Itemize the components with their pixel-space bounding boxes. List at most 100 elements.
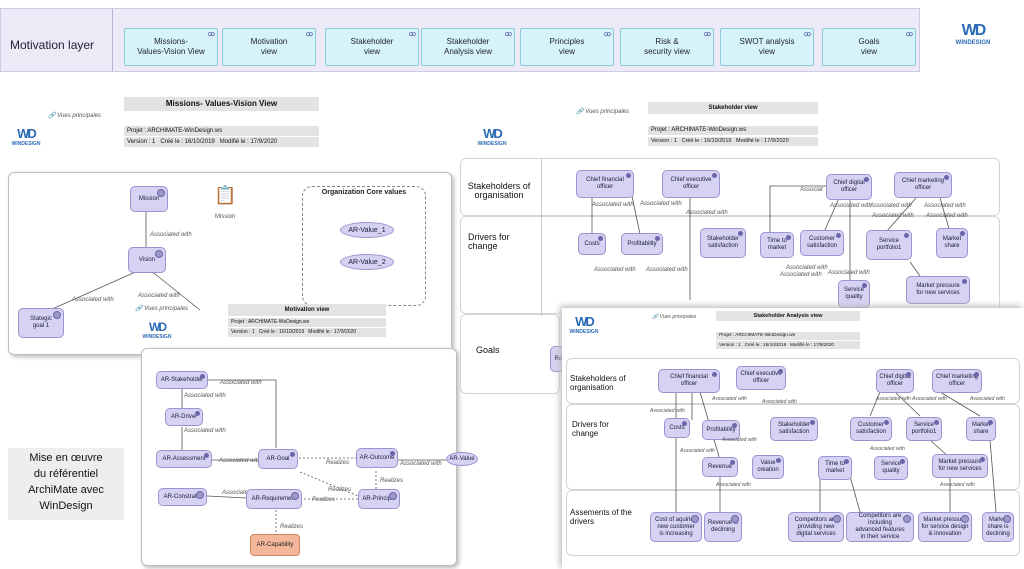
stakeholder-analysis-title: Stakeholder Analysis view — [716, 311, 860, 321]
stakeholder-satisfaction-node[interactable]: Stakeholder satisfaction — [770, 417, 818, 441]
profitability-node[interactable]: Profitability — [621, 233, 663, 255]
service-quality-node[interactable]: Service quality — [838, 280, 870, 308]
assoc-label: Associated with — [940, 482, 975, 488]
mvv-title: Missions- Values-Vision View — [124, 97, 319, 111]
assoc-label: Associated with — [594, 267, 636, 273]
market-pressure-node[interactable]: Market pressure for new services — [906, 276, 970, 304]
requirement-node[interactable]: AR-Requirement — [246, 489, 302, 509]
realizes-label: Realizes — [380, 478, 404, 484]
chief-digital-officer-node[interactable]: Chief digital officer — [826, 174, 872, 200]
realizes-label: Realizes — [326, 460, 350, 466]
goals-row — [460, 314, 560, 394]
value-1-node[interactable]: AR-Value_1 — [340, 222, 394, 238]
motivation-layer-label: Motivation layer — [10, 38, 95, 52]
service-portfolio-node[interactable]: Service portfolio1 — [906, 417, 942, 441]
stakeholder-satisfaction-node[interactable]: Stakeholder satisfaction — [700, 228, 746, 258]
customer-satisfaction-node[interactable]: Customer satisfaction — [850, 417, 892, 441]
view-icon: ꝏ — [408, 31, 416, 38]
chief-executive-officer-node[interactable]: Chief executive officer — [736, 366, 786, 390]
market-share-node[interactable]: Market share — [966, 417, 996, 441]
view-icon: ꝏ — [504, 31, 512, 38]
caption: Mise en œuvre du référentiel ArchiMate a… — [8, 448, 124, 520]
motivation-meta: Version : 1 Créé le : 16/10/2019 Modifié… — [228, 328, 386, 337]
strategic-goal-node[interactable]: Stategic goal 1 — [18, 308, 64, 338]
mvv-projet: Projet : ARCHIMATE-WinDesign.ws — [124, 126, 319, 136]
stakeholder-view-title: Stakeholder view — [648, 102, 818, 114]
time-to-market-node[interactable]: Time to market — [818, 456, 852, 480]
costs-node[interactable]: Costs — [664, 418, 690, 438]
motivation-title: Motivation view — [228, 304, 386, 316]
assoc-label: Associated with — [786, 265, 828, 271]
goal-node[interactable]: AR-Goal — [258, 449, 298, 469]
assessment-node[interactable]: Market share is declining — [982, 512, 1014, 542]
chief-executive-officer-node[interactable]: Chief executive officer — [662, 170, 720, 198]
constraint-node[interactable]: AR-Constraint — [158, 488, 207, 506]
stakeholder-node[interactable]: AR-Stakeholder — [156, 371, 208, 389]
assessment-node[interactable]: Competitors are providing new digital se… — [788, 512, 844, 542]
row-label: Drivers for change — [468, 232, 510, 251]
value-2-node[interactable]: AR-Value_2 — [340, 254, 394, 270]
assoc-label: Associated with — [680, 448, 715, 454]
time-to-market-node[interactable]: Time to market — [760, 232, 794, 258]
realizes-label: Realizes — [312, 497, 336, 503]
row-label: Stakeholders of organisation — [570, 374, 626, 392]
vues-principales-link[interactable]: 🔗 Vues principales — [576, 109, 630, 115]
realizes-label: Realizes — [280, 524, 304, 530]
assoc-label: Associated with — [646, 267, 688, 273]
principle-node[interactable]: AR-Principle — [358, 489, 400, 509]
customer-satisfaction-node[interactable]: Customer satisfaction — [800, 230, 844, 256]
service-quality-node[interactable]: Service quality — [874, 456, 908, 480]
realizes-label: Realizes — [328, 487, 352, 493]
assessment-node[interactable]: Revenue is declining — [704, 512, 742, 542]
market-pressure-node[interactable]: Market pressure for new services — [932, 454, 988, 478]
row-label: Goals — [476, 345, 500, 355]
assoc-label: Associated with — [138, 293, 180, 299]
vision-node[interactable]: Vision — [128, 247, 166, 273]
chief-financial-officer-node[interactable]: Chief financial officer — [576, 170, 634, 198]
view-icon: ꝏ — [207, 31, 215, 38]
service-portfolio-node[interactable]: Service portfolio1 — [866, 230, 912, 260]
row-label: Assements of the drivers — [570, 508, 632, 526]
costs-node[interactable]: Costs — [578, 233, 606, 255]
value-creation-node[interactable]: Value creation — [752, 455, 784, 479]
value-node[interactable]: AR-Value — [446, 452, 478, 466]
mission-node[interactable]: Mission — [130, 186, 168, 212]
vues-principales-link[interactable]: 🔗 Vues principales — [135, 306, 189, 312]
outcome-node[interactable]: AR-Outcome — [356, 448, 398, 468]
sa-projet: Projet : ARCHIMATE-WinDesign.ws — [716, 332, 860, 340]
assoc-label: Associated with — [716, 482, 751, 488]
chief-marketing-officer-node[interactable]: Chief marketing officer — [894, 172, 952, 198]
profitability-node[interactable]: Profitability — [702, 420, 740, 440]
assessment-node[interactable]: Market pressure for service design & inn… — [918, 512, 972, 542]
vues-principales-link[interactable]: 🔗 Vues principales — [48, 113, 102, 119]
chief-financial-officer-node[interactable]: Chief financial officer — [658, 369, 720, 393]
revenue-node[interactable]: Revenue — [702, 457, 738, 477]
market-share-node[interactable]: Market share — [936, 228, 968, 258]
capability-node[interactable]: AR-Capability — [250, 534, 300, 556]
assessment-node[interactable]: AR-Assessment — [156, 450, 212, 468]
assoc-label: Associated with — [926, 213, 968, 219]
chief-digital-officer-node[interactable]: Chief digital officer — [876, 369, 914, 393]
driver-node[interactable]: AR-Driver — [165, 408, 203, 426]
vues-principales-link[interactable]: 🔗 Vues principales — [652, 314, 697, 320]
assoc-label: Associated with — [184, 393, 226, 399]
chief-marketing-officer-node[interactable]: Chief marketing officer — [932, 369, 982, 393]
assoc-label: Associated with — [780, 272, 822, 278]
assessment-node[interactable]: Cost of aquiring new customer is increas… — [650, 512, 702, 542]
sa-meta: Version : 1 Créé le : 16/10/2019 Modifié… — [716, 341, 860, 349]
assoc-label: Associated with — [222, 490, 264, 496]
row-label: Drivers for change — [572, 420, 609, 438]
assessment-node[interactable]: Competitors are including advanced featu… — [846, 512, 914, 542]
assoc-label: Associated with — [72, 297, 114, 303]
